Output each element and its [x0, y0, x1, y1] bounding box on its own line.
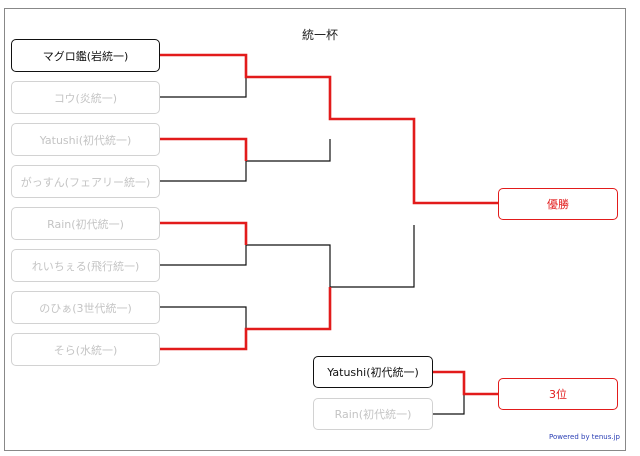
- connector-line: [160, 306, 247, 329]
- player-box[interactable]: マグロ鑑(岩統一): [11, 39, 160, 72]
- champion-label: 優勝: [547, 198, 569, 211]
- player-name: Rain(初代統一): [47, 217, 124, 231]
- connector-line: [433, 394, 465, 415]
- player-box[interactable]: れいちぇる(飛行統一): [11, 249, 160, 282]
- connector-line: [160, 245, 247, 266]
- player-box[interactable]: コウ(炎統一): [11, 81, 160, 114]
- player-box[interactable]: Yatushi(初代統一): [11, 123, 160, 156]
- player-box[interactable]: のひぁ(3世代統一): [11, 291, 160, 324]
- advance-line: [433, 370, 498, 396]
- advance-line: [160, 53, 498, 205]
- advance-line: [160, 221, 248, 245]
- player-name: マグロ鑑(岩統一): [42, 49, 129, 63]
- advance-line: [160, 137, 248, 161]
- player-name: Yatushi(初代統一): [39, 133, 132, 147]
- player-name: そら(水統一): [53, 343, 118, 357]
- tournament-title: 統一杯: [301, 28, 338, 42]
- player-box[interactable]: そら(水統一): [11, 333, 160, 366]
- player-name: コウ(炎統一): [53, 91, 118, 105]
- connector-line: [330, 225, 415, 288]
- third-place-label: 3位: [549, 388, 567, 401]
- player-name: Rain(初代統一): [334, 408, 412, 421]
- third-place-player-box[interactable]: Yatushi(初代統一): [313, 356, 433, 388]
- connector-line: [160, 161, 247, 182]
- advance-line: [160, 287, 332, 351]
- powered-by-link[interactable]: Powered by tenus.jp: [549, 433, 620, 441]
- connector-line: [246, 139, 331, 162]
- connector-line: [246, 244, 331, 287]
- player-box[interactable]: Rain(初代統一): [11, 207, 160, 240]
- player-box[interactable]: がっすん(フェアリー統一): [11, 165, 160, 198]
- third-place-box[interactable]: 3位: [498, 378, 618, 410]
- player-name: のひぁ(3世代統一): [39, 301, 132, 315]
- player-name: Yatushi(初代統一): [327, 366, 419, 379]
- player-name: がっすん(フェアリー統一): [20, 175, 151, 189]
- champion-box[interactable]: 優勝: [498, 188, 618, 220]
- player-name: れいちぇる(飛行統一): [31, 259, 140, 273]
- connector-line: [160, 77, 247, 98]
- third-place-player-box[interactable]: Rain(初代統一): [313, 398, 433, 430]
